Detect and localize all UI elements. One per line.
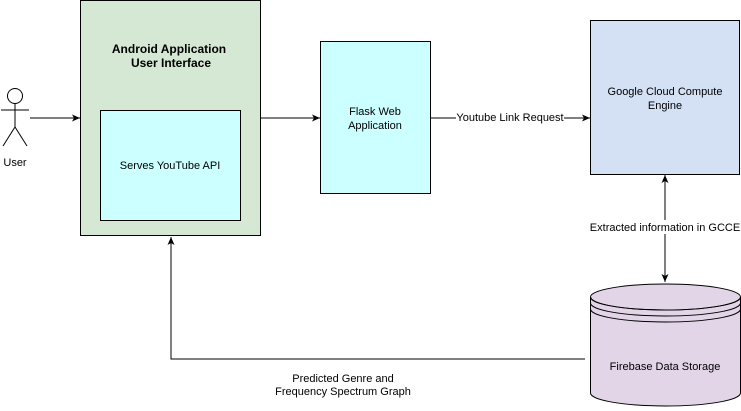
edge-firebase-to-android	[167, 237, 585, 360]
android-app-title-line1: Android Application	[112, 42, 226, 56]
edge-gcce-firebase-label: Extracted information in GCCE	[590, 222, 740, 234]
firebase-storage-cylinder	[590, 283, 741, 407]
gcce-label-line1: Google Cloud Compute	[608, 86, 723, 98]
flask-app-label-line2: Application	[348, 120, 402, 132]
firebase-label: Firebase Data Storage	[610, 361, 721, 373]
user-label: User	[3, 157, 27, 169]
gcce-box	[590, 20, 740, 175]
youtube-api-label: Serves YouTube API	[120, 160, 221, 172]
flask-app-box	[320, 41, 431, 194]
android-app-title-line2: User Interface	[131, 56, 211, 70]
flask-app-label-line1: Flask Web	[349, 106, 401, 118]
user-actor	[1, 88, 29, 147]
edge-firebase-to-android-label-line1: Predicted Genre and	[292, 373, 394, 385]
edge-flask-to-gcce-label: Youtube Link Request	[456, 112, 563, 124]
youtube-api-box	[100, 110, 241, 221]
gcce-label-line2: Engine	[648, 100, 682, 112]
edge-firebase-to-android-label-line2: Frequency Spectrum Graph	[275, 386, 411, 398]
